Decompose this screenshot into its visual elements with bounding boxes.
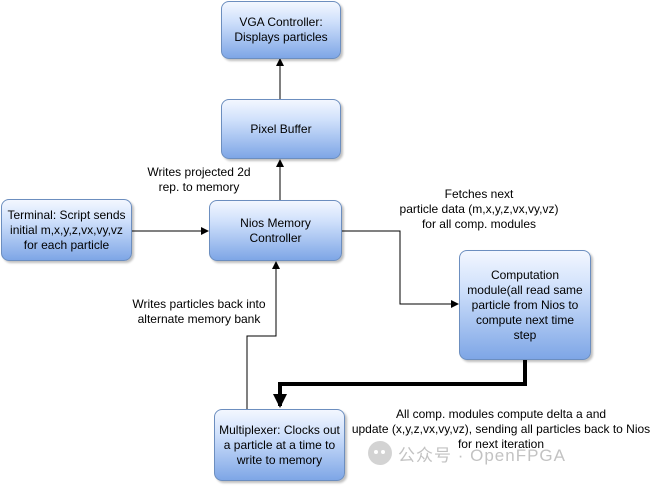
fetches-next-label: Fetches next particle data (m,x,y,z,vx,v… xyxy=(399,187,559,231)
multiplexer-box: Multiplexer: Clocks out a particle at a … xyxy=(214,409,345,481)
vga-controller-label: VGA Controller: Displays particles xyxy=(234,15,328,44)
multiplexer-label: Multiplexer: Clocks out a particle at a … xyxy=(219,422,340,467)
watermark: 公众号 · OpenFPGA xyxy=(368,440,648,466)
computation-module-label: Computation module(all read same particl… xyxy=(467,267,583,342)
edge-computation-to-multiplexer xyxy=(273,360,527,408)
vga-controller-box: VGA Controller: Displays particles xyxy=(221,1,341,59)
terminal-label: Terminal: Script sends initial m,x,y,z,v… xyxy=(7,207,126,252)
watermark-text: 公众号 · OpenFPGA xyxy=(398,445,566,465)
computation-module-box: Computation module(all read same particl… xyxy=(459,250,591,360)
writes-projected-label: Writes projected 2d rep. to memory xyxy=(147,165,251,194)
writes-back-label: Writes particles back into alternate mem… xyxy=(132,297,266,326)
terminal-box: Terminal: Script sends initial m,x,y,z,v… xyxy=(1,199,132,261)
wechat-icon xyxy=(368,441,392,465)
nios-memory-controller-box: Nios Memory Controller xyxy=(209,200,342,261)
compute-delta-label: All comp. modules compute delta a and up… xyxy=(351,407,651,451)
pixel-buffer-label: Pixel Buffer xyxy=(250,121,312,136)
edge-nios-to-computation xyxy=(342,230,459,308)
edge-multiplexer-to-nios xyxy=(246,261,280,409)
pixel-buffer-box: Pixel Buffer xyxy=(221,99,341,159)
nios-memory-controller-label: Nios Memory Controller xyxy=(240,215,311,245)
